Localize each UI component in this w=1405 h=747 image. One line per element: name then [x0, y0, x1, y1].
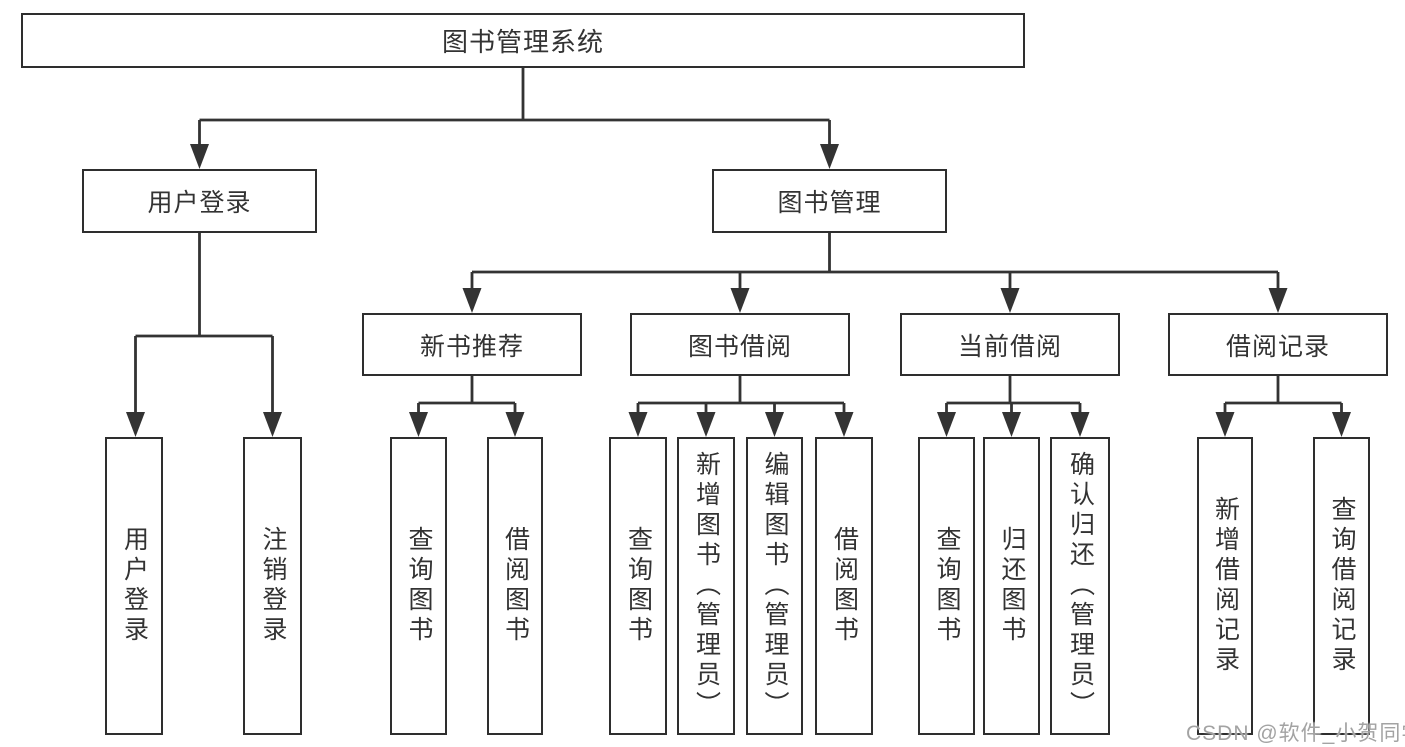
leaf-label: 归还图书	[998, 526, 1026, 646]
node-current-borrow: 当前借阅	[900, 313, 1120, 376]
arrowhead	[820, 144, 839, 169]
arrowhead	[1332, 412, 1351, 437]
connector-user-login	[134, 233, 274, 414]
watermark: CSDN @软件_小贺同学	[1186, 722, 1405, 745]
leaf-query-books-borrow: 查询图书	[609, 437, 667, 735]
connector-book-borrow	[636, 376, 846, 414]
arrowhead	[765, 412, 784, 437]
leaf-label: 借阅图书	[501, 526, 530, 646]
leaf-label: 查询图书	[624, 526, 653, 646]
arrowhead	[834, 412, 854, 437]
leaf-label: 注销登录	[259, 526, 287, 646]
arrowhead	[505, 412, 525, 437]
connector-current-borrow	[945, 376, 1082, 414]
arrowhead	[1215, 412, 1235, 437]
leaf-return-books: 归还图书	[983, 437, 1040, 735]
leaf-query-books-recommend: 查询图书	[390, 437, 447, 735]
leaf-query-books-current: 查询图书	[918, 437, 975, 735]
arrowhead	[937, 412, 956, 437]
leaf-label: 新增图书（管理员）	[692, 451, 721, 721]
leaf-query-borrow-record: 查询借阅记录	[1313, 437, 1370, 735]
leaf-label: 查询图书	[405, 526, 433, 646]
leaf-edit-book-admin: 编辑图书（管理员）	[746, 437, 803, 735]
connector-book-management	[470, 233, 1280, 291]
leaf-label: 用户登录	[120, 526, 149, 646]
node-book-borrow: 图书借阅	[630, 313, 850, 376]
arrowhead	[1002, 412, 1021, 437]
leaf-borrow-books: 借阅图书	[815, 437, 873, 735]
arrowhead	[409, 412, 428, 437]
node-borrow-records: 借阅记录	[1168, 313, 1388, 376]
leaf-label: 查询图书	[933, 526, 961, 646]
leaf-label: 查询借阅记录	[1328, 496, 1356, 676]
leaf-user-login: 用户登录	[105, 437, 163, 735]
leaf-add-book-admin: 新增图书（管理员）	[677, 437, 735, 735]
node-user-login: 用户登录	[82, 169, 317, 233]
leaf-logout: 注销登录	[243, 437, 302, 735]
arrowhead	[1000, 288, 1020, 313]
connector-root	[198, 68, 831, 146]
arrowhead	[628, 412, 648, 437]
arrowhead	[1268, 288, 1288, 313]
node-book-management: 图书管理	[712, 169, 947, 233]
leaf-label: 借阅图书	[830, 526, 859, 646]
arrowhead	[190, 144, 209, 169]
leaf-confirm-return-admin: 确认归还（管理员）	[1050, 437, 1110, 735]
connector-new-book-recommend	[417, 376, 517, 414]
leaf-label: 编辑图书（管理员）	[761, 451, 789, 721]
connector-borrow-records	[1223, 376, 1343, 414]
arrowhead	[730, 288, 750, 313]
arrowhead	[696, 412, 716, 437]
leaf-borrow-books-recommend: 借阅图书	[487, 437, 543, 735]
node-root: 图书管理系统	[21, 13, 1025, 68]
leaf-add-borrow-record: 新增借阅记录	[1197, 437, 1253, 735]
node-new-book-recommend: 新书推荐	[362, 313, 582, 376]
arrowhead	[126, 412, 145, 437]
arrowhead	[1070, 412, 1090, 437]
arrowhead	[462, 288, 482, 313]
arrowhead	[263, 412, 282, 437]
leaf-label: 新增借阅记录	[1211, 496, 1240, 676]
leaf-label: 确认归还（管理员）	[1066, 451, 1095, 721]
